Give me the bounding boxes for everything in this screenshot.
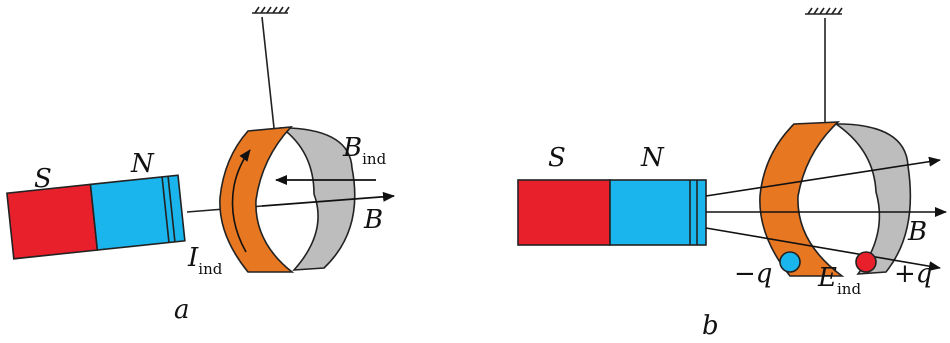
b-ind-label-a: Bind	[342, 133, 387, 168]
positive-charge-label: +q	[894, 259, 932, 289]
ring-back-a	[279, 127, 356, 271]
ceiling-support-a	[252, 6, 290, 14]
magnet-south-label-b: S	[548, 143, 566, 173]
south-pole-b	[517, 179, 611, 246]
negative-charge-label: −q	[734, 259, 772, 289]
field-lines-b	[705, 156, 947, 272]
ceiling-support-b	[805, 7, 843, 15]
north-pole-b	[609, 179, 707, 246]
south-pole-a	[6, 183, 99, 260]
e-ind-label-b: Eind	[817, 263, 861, 298]
north-pole-a	[89, 174, 186, 251]
panel-a: S N Bind B Iind a	[6, 6, 395, 325]
b-field-arrow-a	[261, 191, 395, 207]
i-ind-label-a: Iind	[187, 243, 223, 278]
caption-a: a	[174, 295, 190, 325]
bar-magnet-a	[6, 174, 186, 260]
magnet-north-label-b: N	[640, 143, 665, 173]
magnet-south-label-a: S	[34, 164, 52, 194]
caption-b: b	[702, 311, 719, 341]
panel-b: S N B −q +q Eind b	[517, 7, 947, 341]
ring-front-a	[219, 126, 295, 273]
induced-current-arrow-a	[231, 149, 251, 253]
suspension-thread-a	[261, 16, 275, 129]
negative-charge	[779, 251, 801, 273]
magnet-north-label-a: N	[130, 149, 155, 179]
ring-back-b	[833, 123, 912, 275]
bar-magnet-b	[517, 179, 707, 246]
b-field-label-a: B	[363, 205, 383, 235]
ring-front-b	[759, 121, 845, 277]
positive-charge	[855, 251, 877, 273]
b-field-label-b: B	[907, 217, 927, 247]
